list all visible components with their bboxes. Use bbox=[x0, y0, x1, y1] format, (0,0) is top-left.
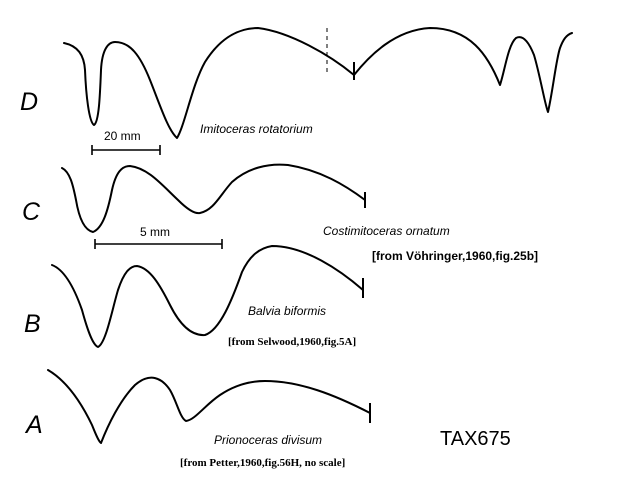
species-name-c: Costimitoceras ornatum bbox=[323, 224, 450, 238]
source-a: [from Petter,1960,fig.56H, no scale] bbox=[180, 457, 345, 469]
suture-line-d bbox=[63, 27, 573, 139]
species-name-d: Imitoceras rotatorium bbox=[200, 122, 313, 136]
figure-code: TAX675 bbox=[440, 428, 511, 450]
suture-line-a bbox=[47, 369, 371, 444]
species-name-a: Prionoceras divisum bbox=[214, 433, 322, 447]
row-label-c: C bbox=[22, 198, 41, 226]
row-label-a: A bbox=[24, 411, 43, 439]
source-b: [from Selwood,1960,fig.5A] bbox=[228, 336, 356, 348]
row-label-b: B bbox=[24, 310, 41, 338]
scale-label-d: 20 mm bbox=[104, 129, 141, 143]
row-label-d: D bbox=[20, 88, 38, 116]
species-name-b: Balvia biformis bbox=[248, 304, 326, 318]
suture-line-c bbox=[61, 163, 366, 233]
source-c: [from Vöhringer,1960,fig.25b] bbox=[372, 249, 538, 263]
suture-line-b bbox=[51, 245, 364, 348]
scale-label-c: 5 mm bbox=[140, 225, 170, 239]
